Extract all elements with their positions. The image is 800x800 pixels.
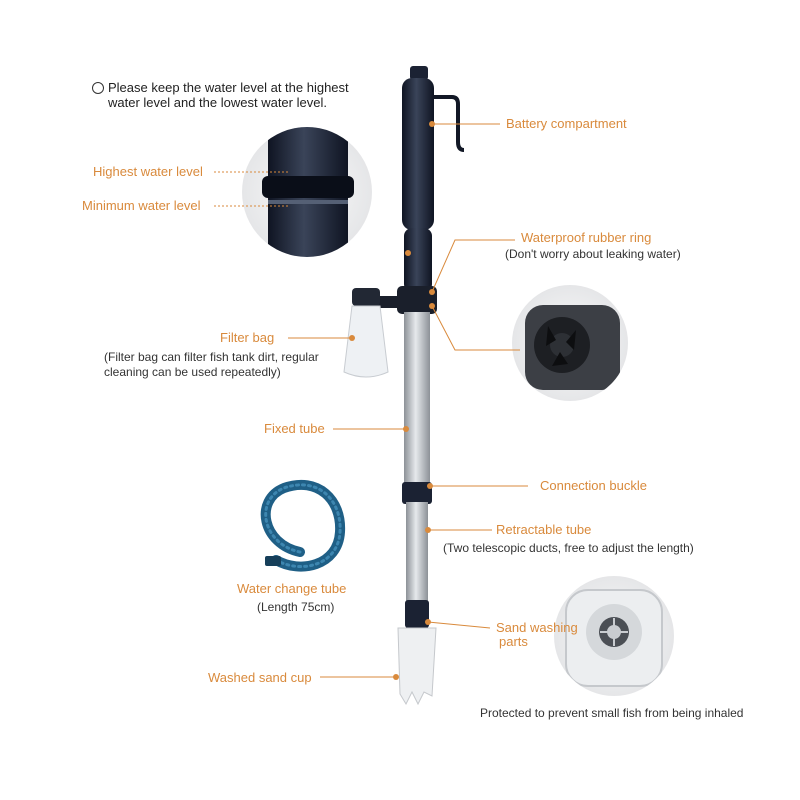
label-retractable-tube: Retractable tube xyxy=(496,522,592,537)
water-level-zoom-image xyxy=(242,127,372,257)
label-waterproof-rubber-ring: Waterproof rubber ring xyxy=(521,230,652,245)
label-highest-water-level: Highest water level xyxy=(93,164,203,179)
siphon-device xyxy=(343,66,465,706)
leader-lines xyxy=(214,123,528,678)
label-water-change-note: (Length 75cm) xyxy=(257,600,335,614)
leader-dots xyxy=(349,121,435,680)
notice: Please keep the water level at the highe… xyxy=(92,80,349,110)
rubber-ring-zoom-image xyxy=(512,285,628,401)
label-filter-note-1: (Filter bag can filter fish tank dirt, r… xyxy=(104,350,319,364)
sand-washing-zoom-image xyxy=(554,576,674,696)
notice-line-1: Please keep the water level at the highe… xyxy=(108,80,349,95)
label-connection-buckle: Connection buckle xyxy=(540,478,647,493)
label-retractable-note: (Two telescopic ducts, free to adjust th… xyxy=(443,541,694,555)
label-washed-sand-cup: Washed sand cup xyxy=(208,670,312,685)
label-fixed-tube: Fixed tube xyxy=(264,421,325,436)
label-filter-note-2: cleaning can be used repeatedly) xyxy=(104,365,281,379)
circle-bullet-icon xyxy=(92,82,104,94)
label-waterproof-note: (Don't worry about leaking water) xyxy=(505,247,681,261)
label-minimum-water-level: Minimum water level xyxy=(82,198,201,213)
label-filter-bag: Filter bag xyxy=(220,330,275,345)
notice-line-2: water level and the lowest water level. xyxy=(108,95,327,110)
label-protected-note: Protected to prevent small fish from bei… xyxy=(480,706,744,720)
label-sand-washing-1: Sand washing xyxy=(496,620,578,635)
water-change-hose xyxy=(260,479,346,572)
label-water-change-tube: Water change tube xyxy=(237,581,347,596)
label-battery-compartment: Battery compartment xyxy=(506,116,627,131)
label-sand-washing-2: parts xyxy=(499,634,528,649)
